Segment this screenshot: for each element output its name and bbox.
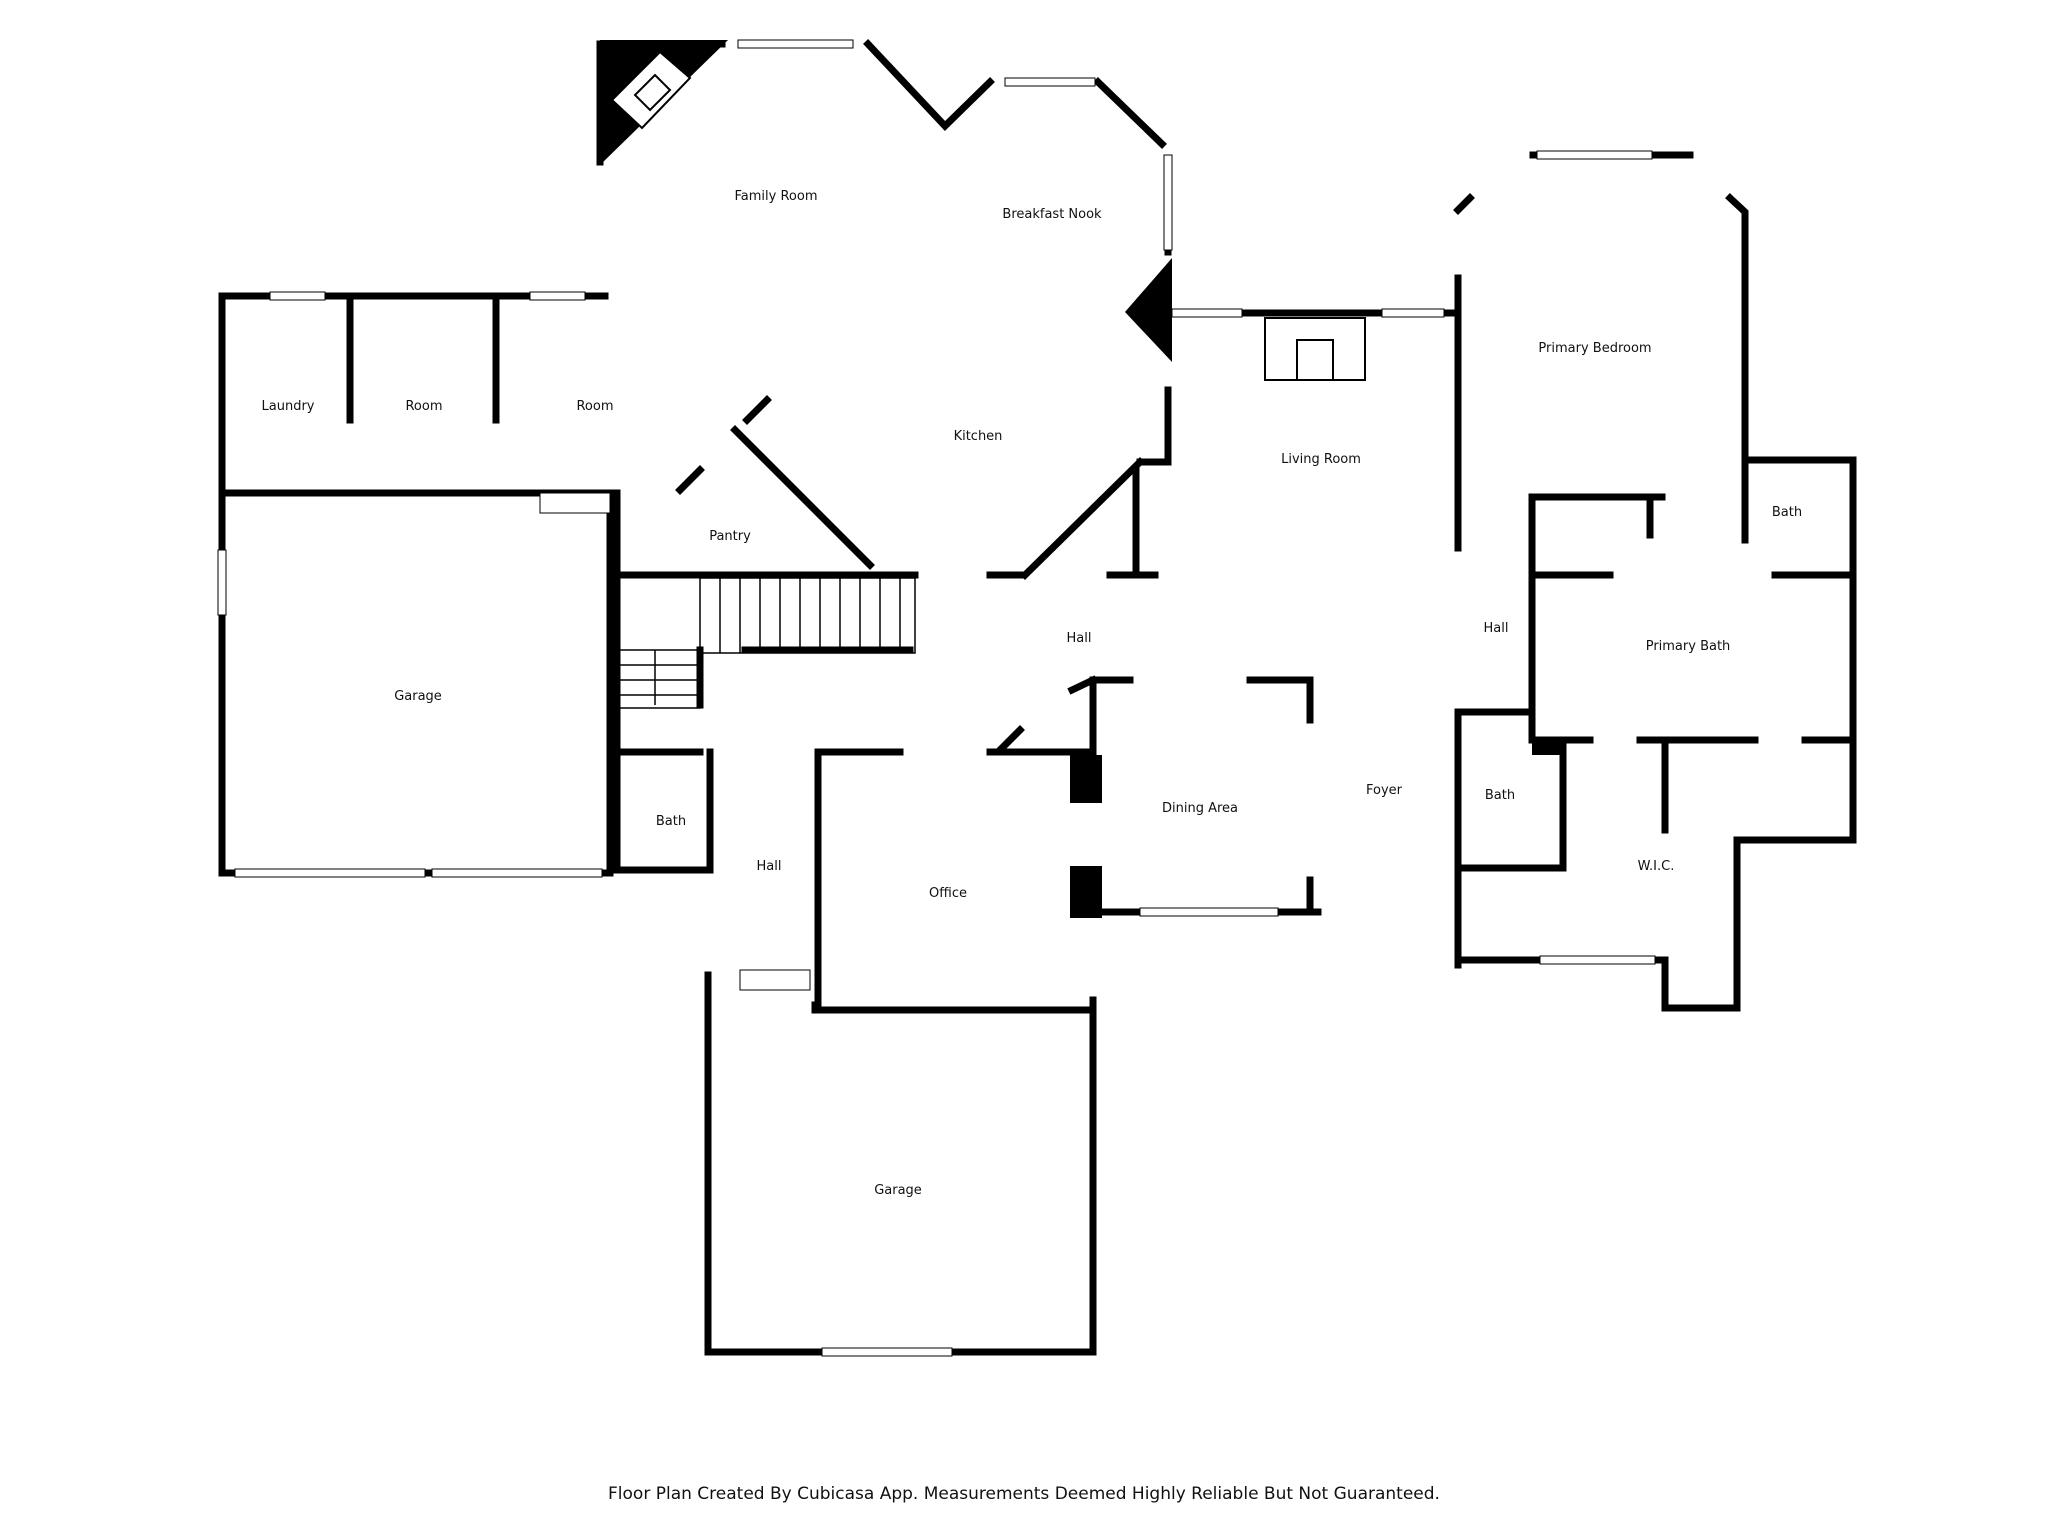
label-room-2: Room: [576, 399, 613, 414]
label-garage-1: Garage: [394, 689, 442, 704]
stairs: [617, 577, 916, 709]
label-hall-west: Hall: [757, 859, 782, 874]
label-laundry: Laundry: [262, 399, 315, 414]
label-room-1: Room: [405, 399, 442, 414]
door-steps: [539, 492, 811, 991]
label-breakfast-nook: Breakfast Nook: [1002, 207, 1102, 222]
walls: [218, 39, 1857, 1356]
label-kitchen: Kitchen: [954, 429, 1003, 444]
fireplace-family: [610, 50, 692, 130]
label-garage-2: Garage: [874, 1183, 922, 1198]
label-office: Office: [929, 886, 967, 901]
room-labels: Family Room Breakfast Nook Kitchen Laund…: [262, 189, 1803, 1198]
label-foyer: Foyer: [1366, 783, 1403, 798]
label-family-room: Family Room: [735, 189, 818, 204]
fireplace-living: [1264, 317, 1366, 381]
label-dining-area: Dining Area: [1162, 801, 1238, 816]
label-living-room: Living Room: [1281, 452, 1361, 467]
label-pantry: Pantry: [709, 529, 751, 544]
label-bath-primary-small: Bath: [1772, 505, 1802, 520]
label-hall-main: Hall: [1067, 631, 1092, 646]
label-bath-east: Bath: [1485, 788, 1515, 803]
footer-disclaimer: Floor Plan Created By Cubicasa App. Meas…: [608, 1484, 1440, 1504]
label-bath-west: Bath: [656, 814, 686, 829]
label-hall-east: Hall: [1484, 621, 1509, 636]
label-wic: W.I.C.: [1638, 859, 1675, 874]
wall-blocks: [600, 40, 1562, 918]
label-primary-bedroom: Primary Bedroom: [1538, 341, 1651, 356]
windows: [217, 39, 1656, 1357]
label-primary-bath: Primary Bath: [1646, 639, 1731, 654]
